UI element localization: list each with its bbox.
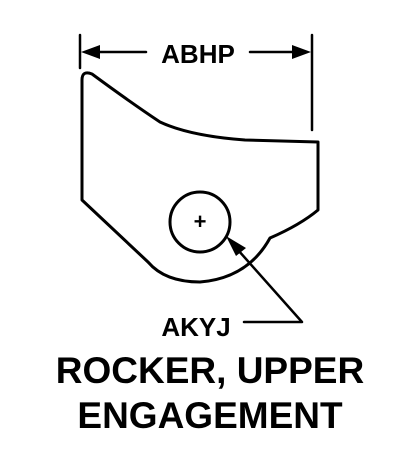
- pivot-hole: [168, 190, 232, 254]
- caption-line-2: ENGAGEMENT: [77, 395, 343, 436]
- center-mark: +: [194, 209, 207, 234]
- dimension-arrow-right: [292, 45, 311, 59]
- hole-leader: AKYJ: [161, 236, 304, 342]
- leader-label: AKYJ: [161, 312, 230, 342]
- width-dimension: ABHP: [81, 39, 311, 69]
- leader-arrow: [226, 236, 246, 256]
- leader-line: [236, 248, 304, 324]
- dimension-arrow-left: [81, 45, 100, 59]
- rocker-outline: [80, 71, 320, 284]
- caption-line-1: ROCKER, UPPER: [56, 350, 364, 391]
- dimension-label: ABHP: [161, 39, 235, 69]
